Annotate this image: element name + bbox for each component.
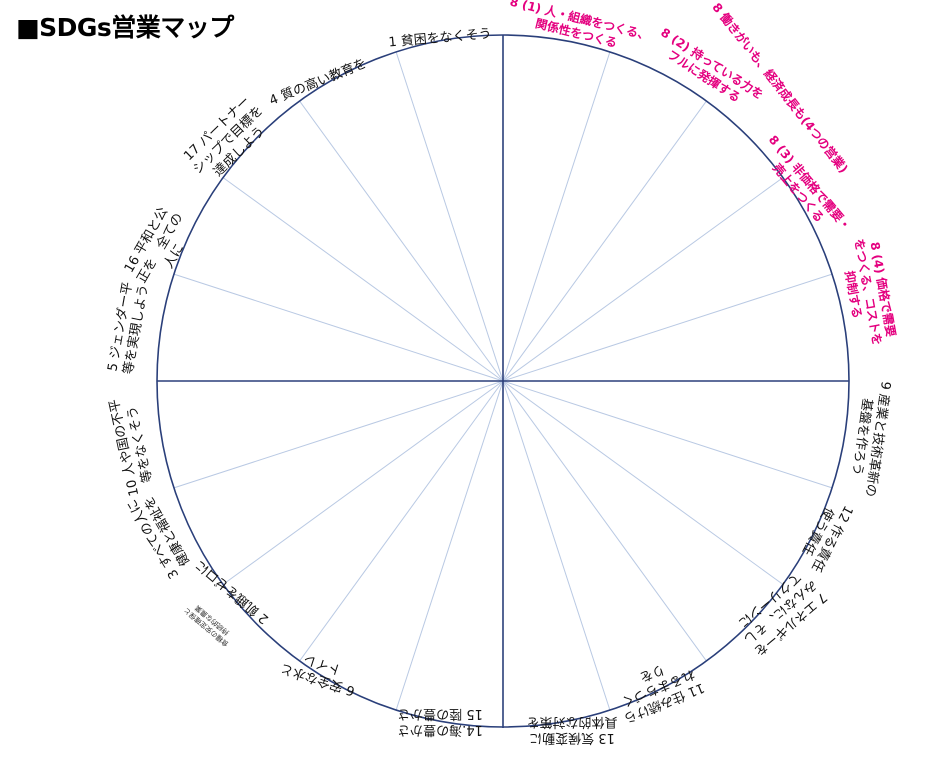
label-text-goal-3: 3 すべての人に健康と福祉を [125, 488, 196, 581]
label-line: 15 陸の豊かさ [397, 706, 483, 722]
label-text-goal-14-15: 14.海の豊かさ15 陸の豊かさ [397, 706, 483, 737]
spoke-line [222, 177, 504, 382]
label-text-goal-10: 10 人や国の不平等をなくそう [107, 394, 158, 497]
label-goal-9: 9 産業と技術革新の基盤を作ろう [846, 378, 894, 498]
label-text-goal-16: 16 平和と公正を 全ての人に [121, 203, 201, 294]
label-line: 1 貧困をなくそう [388, 27, 492, 51]
label-text-goal-2-sub: 食糧の安定確保と持続的な農業 [182, 599, 236, 649]
label-text-goal-13: 13 気候変動に具体的な対策を [526, 714, 617, 746]
label-goal-6: 6 安全な水とトイレ [278, 645, 362, 699]
outer-circle [156, 34, 850, 728]
spoke-line [395, 51, 504, 382]
label-text-goal-6: 6 安全な水とトイレ [278, 645, 362, 699]
label-text-goal-8-4: 8 (4) 価格で需要をつくる、コストを抑制する [837, 235, 900, 349]
spoke-line [502, 380, 707, 662]
label-text-goal-11: 11 住み続けられるまちづくりを [609, 650, 706, 726]
label-goal-4: 4 質の高い教育を [267, 55, 369, 109]
spoke-line [299, 100, 504, 382]
label-goal-2-sub: 食糧の安定確保と持続的な農業 [182, 599, 236, 649]
spoke-line [502, 380, 833, 489]
spoke-line [502, 100, 707, 382]
spoke-line [395, 380, 504, 711]
spoke-line [502, 380, 611, 711]
label-line: 14.海の豊かさ [397, 722, 483, 737]
spoke-line [173, 273, 504, 382]
label-text-goal-9: 9 産業と技術革新の基盤を作ろう [846, 378, 894, 498]
label-goal-16: 16 平和と公正を 全ての人に [121, 203, 201, 294]
label-goal-12: 12 作る責任使う責任 [794, 495, 856, 574]
label-line: 4 質の高い教育を [267, 55, 369, 109]
label-goal-11: 11 住み続けられるまちづくりを [609, 650, 707, 726]
spoke-line [502, 273, 833, 382]
label-goal-1: 1 貧困をなくそう [388, 27, 492, 51]
label-text-goal-7: 7 エネルギーをみんなに、そしてクリーンに [730, 564, 830, 658]
label-goal-8-4: 8 (4) 価格で需要をつくる、コストを抑制する [837, 235, 900, 349]
spoke-line [173, 380, 504, 489]
label-line: 8 (3) 非価格で需要・ [766, 132, 855, 234]
label-goal-5: 5 ジェンダー平等を実現しよう [105, 281, 151, 376]
label-goal-7: 7 エネルギーをみんなに、そしてクリーンに [730, 564, 830, 659]
spoke-line [502, 177, 784, 382]
label-text-goal-17: 17 パートナーシップで目標を達成しよう [179, 92, 277, 189]
label-goal-17: 17 パートナーシップで目標を達成しよう [179, 92, 277, 189]
label-text-goal-5: 5 ジェンダー平等を実現しよう [105, 281, 151, 376]
label-text-goal-12: 12 作る責任使う責任 [794, 495, 855, 574]
spoke-line [502, 51, 611, 382]
label-goal-10: 10 人や国の不平等をなくそう [107, 394, 158, 498]
label-goal-8-1: 8 (1) 人・組織をつくる、関係性をつくる [505, 0, 652, 57]
spoke-line [299, 380, 504, 662]
spoke-line [502, 380, 784, 585]
label-text-goal-1: 1 貧困をなくそう [388, 27, 492, 51]
label-text-goal-4: 4 質の高い教育を [267, 55, 369, 109]
label-line: 13 気候変動に [529, 730, 615, 746]
label-text-goal-8-1: 8 (1) 人・組織をつくる、関係性をつくる [505, 0, 652, 57]
label-goal-13: 13 気候変動に具体的な対策を [526, 714, 617, 746]
label-goal-3: 3 すべての人に健康と福祉を [125, 488, 196, 581]
page-title: ■SDGs営業マップ [16, 13, 234, 42]
sector-spokes [173, 51, 833, 711]
label-goal-14-15: 14.海の豊かさ15 陸の豊かさ [397, 706, 483, 737]
spoke-line [222, 380, 504, 585]
label-line: 具体的な対策を [526, 714, 617, 730]
